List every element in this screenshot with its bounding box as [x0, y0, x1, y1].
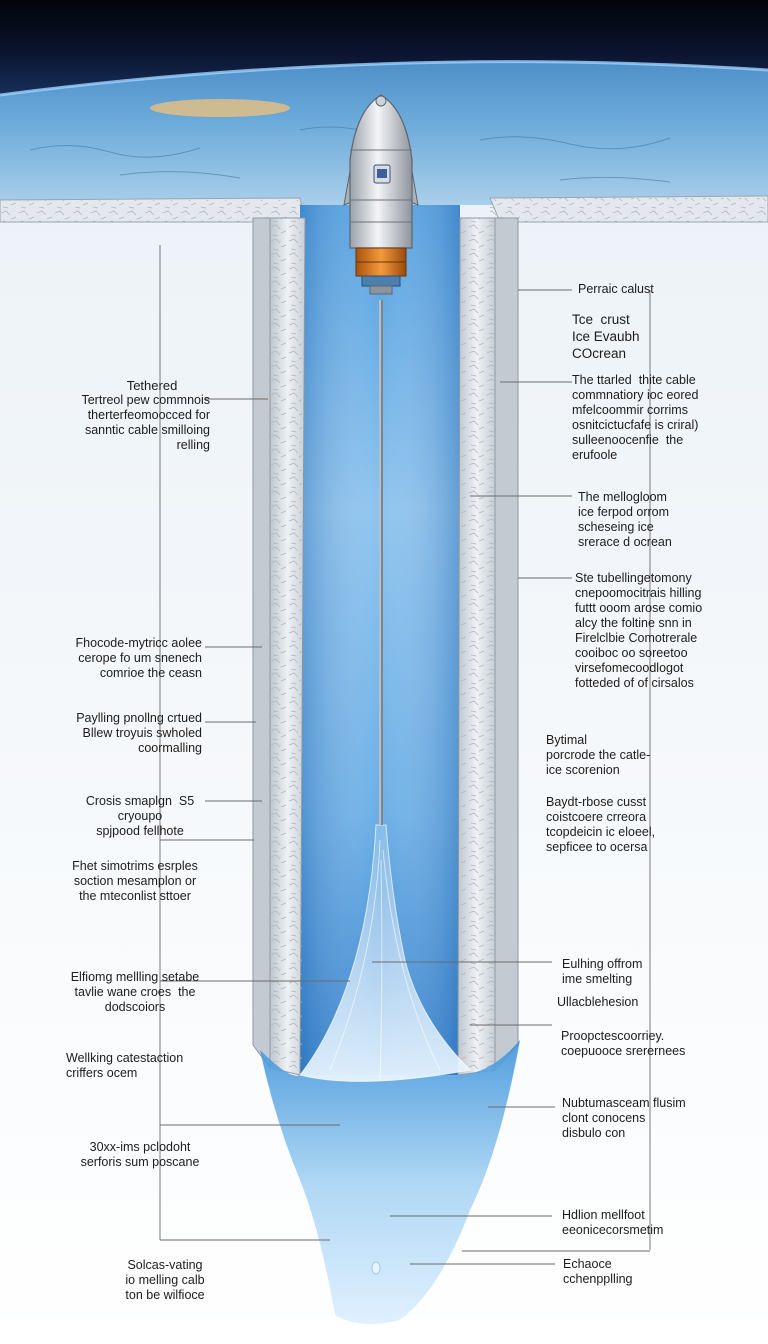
plume-icon: [299, 824, 472, 1082]
label-right-13: Echaoce cchenpplling: [563, 1257, 633, 1286]
label-left-7: Elfiomg mellling setabe tavlie wane croe…: [70, 970, 200, 1014]
label-right-12: Hdlion mellfoot eeonicecorsmetim: [562, 1208, 664, 1237]
label-left-8: Wellking catestaction criffers ocem: [66, 1051, 184, 1080]
droplet-icon: [371, 1261, 381, 1275]
label-left-4: Paylling pnollng crtued Bllew troyuis sw…: [76, 711, 202, 755]
label-right-11: Nubtumasceam flusim clont conocens disbu…: [562, 1096, 686, 1140]
label-right-3: The ttarled thite cable commnatiory ioc …: [572, 373, 699, 462]
label-right-9: Ullacblehesion: [557, 995, 639, 1009]
label-right-8: Eulhing offrom ime smelting: [562, 957, 643, 986]
ice-wall-left: [252, 217, 306, 1076]
label-right-1: Perraic calust: [578, 282, 654, 296]
surface-texture: [29, 126, 671, 183]
label-right-4: The mellogloom ice ferpod orrom schesein…: [578, 490, 672, 549]
label-left-10: Solcas-vating io melling calb ton be wil…: [125, 1258, 205, 1302]
label-left-1: Tethered: [126, 378, 178, 393]
horizon-glow: [0, 60, 768, 97]
label-right-6: Bytimal porcrode the catle- ice scorenio…: [546, 733, 651, 777]
label-left-5: Crosis smaplgn S5 cryoupo spjpood fellho…: [85, 794, 195, 838]
label-left-9: 30xx-ims pclodoht serforis sum poscane: [80, 1140, 200, 1169]
label-left-2: Tertreol pew commnois therterfeomoocced …: [81, 393, 210, 452]
label-right-5: Ste tubellingetomony cnepoomocitrais hil…: [575, 571, 703, 690]
label-right-10: Proopctescoorriey. coepuooce srerernees: [561, 1029, 686, 1058]
label-right-7: Baydt-rbose cusst coistcoere crreora tco…: [546, 795, 656, 854]
label-left-3: Fhocode-mytricc aolee cerope fo um snene…: [75, 636, 202, 680]
label-left-6: Fhet simotrims esrples soction mesamplon…: [72, 859, 198, 903]
surface-highlight: [150, 99, 290, 117]
label-right-2: Tce crust Ice Evaubh COcrean: [572, 312, 640, 361]
leader-lines: [159, 245, 651, 1265]
subsurface-ocean: [260, 1040, 520, 1324]
ice-wall-right: [457, 217, 519, 1076]
probe-icon: [343, 94, 419, 295]
